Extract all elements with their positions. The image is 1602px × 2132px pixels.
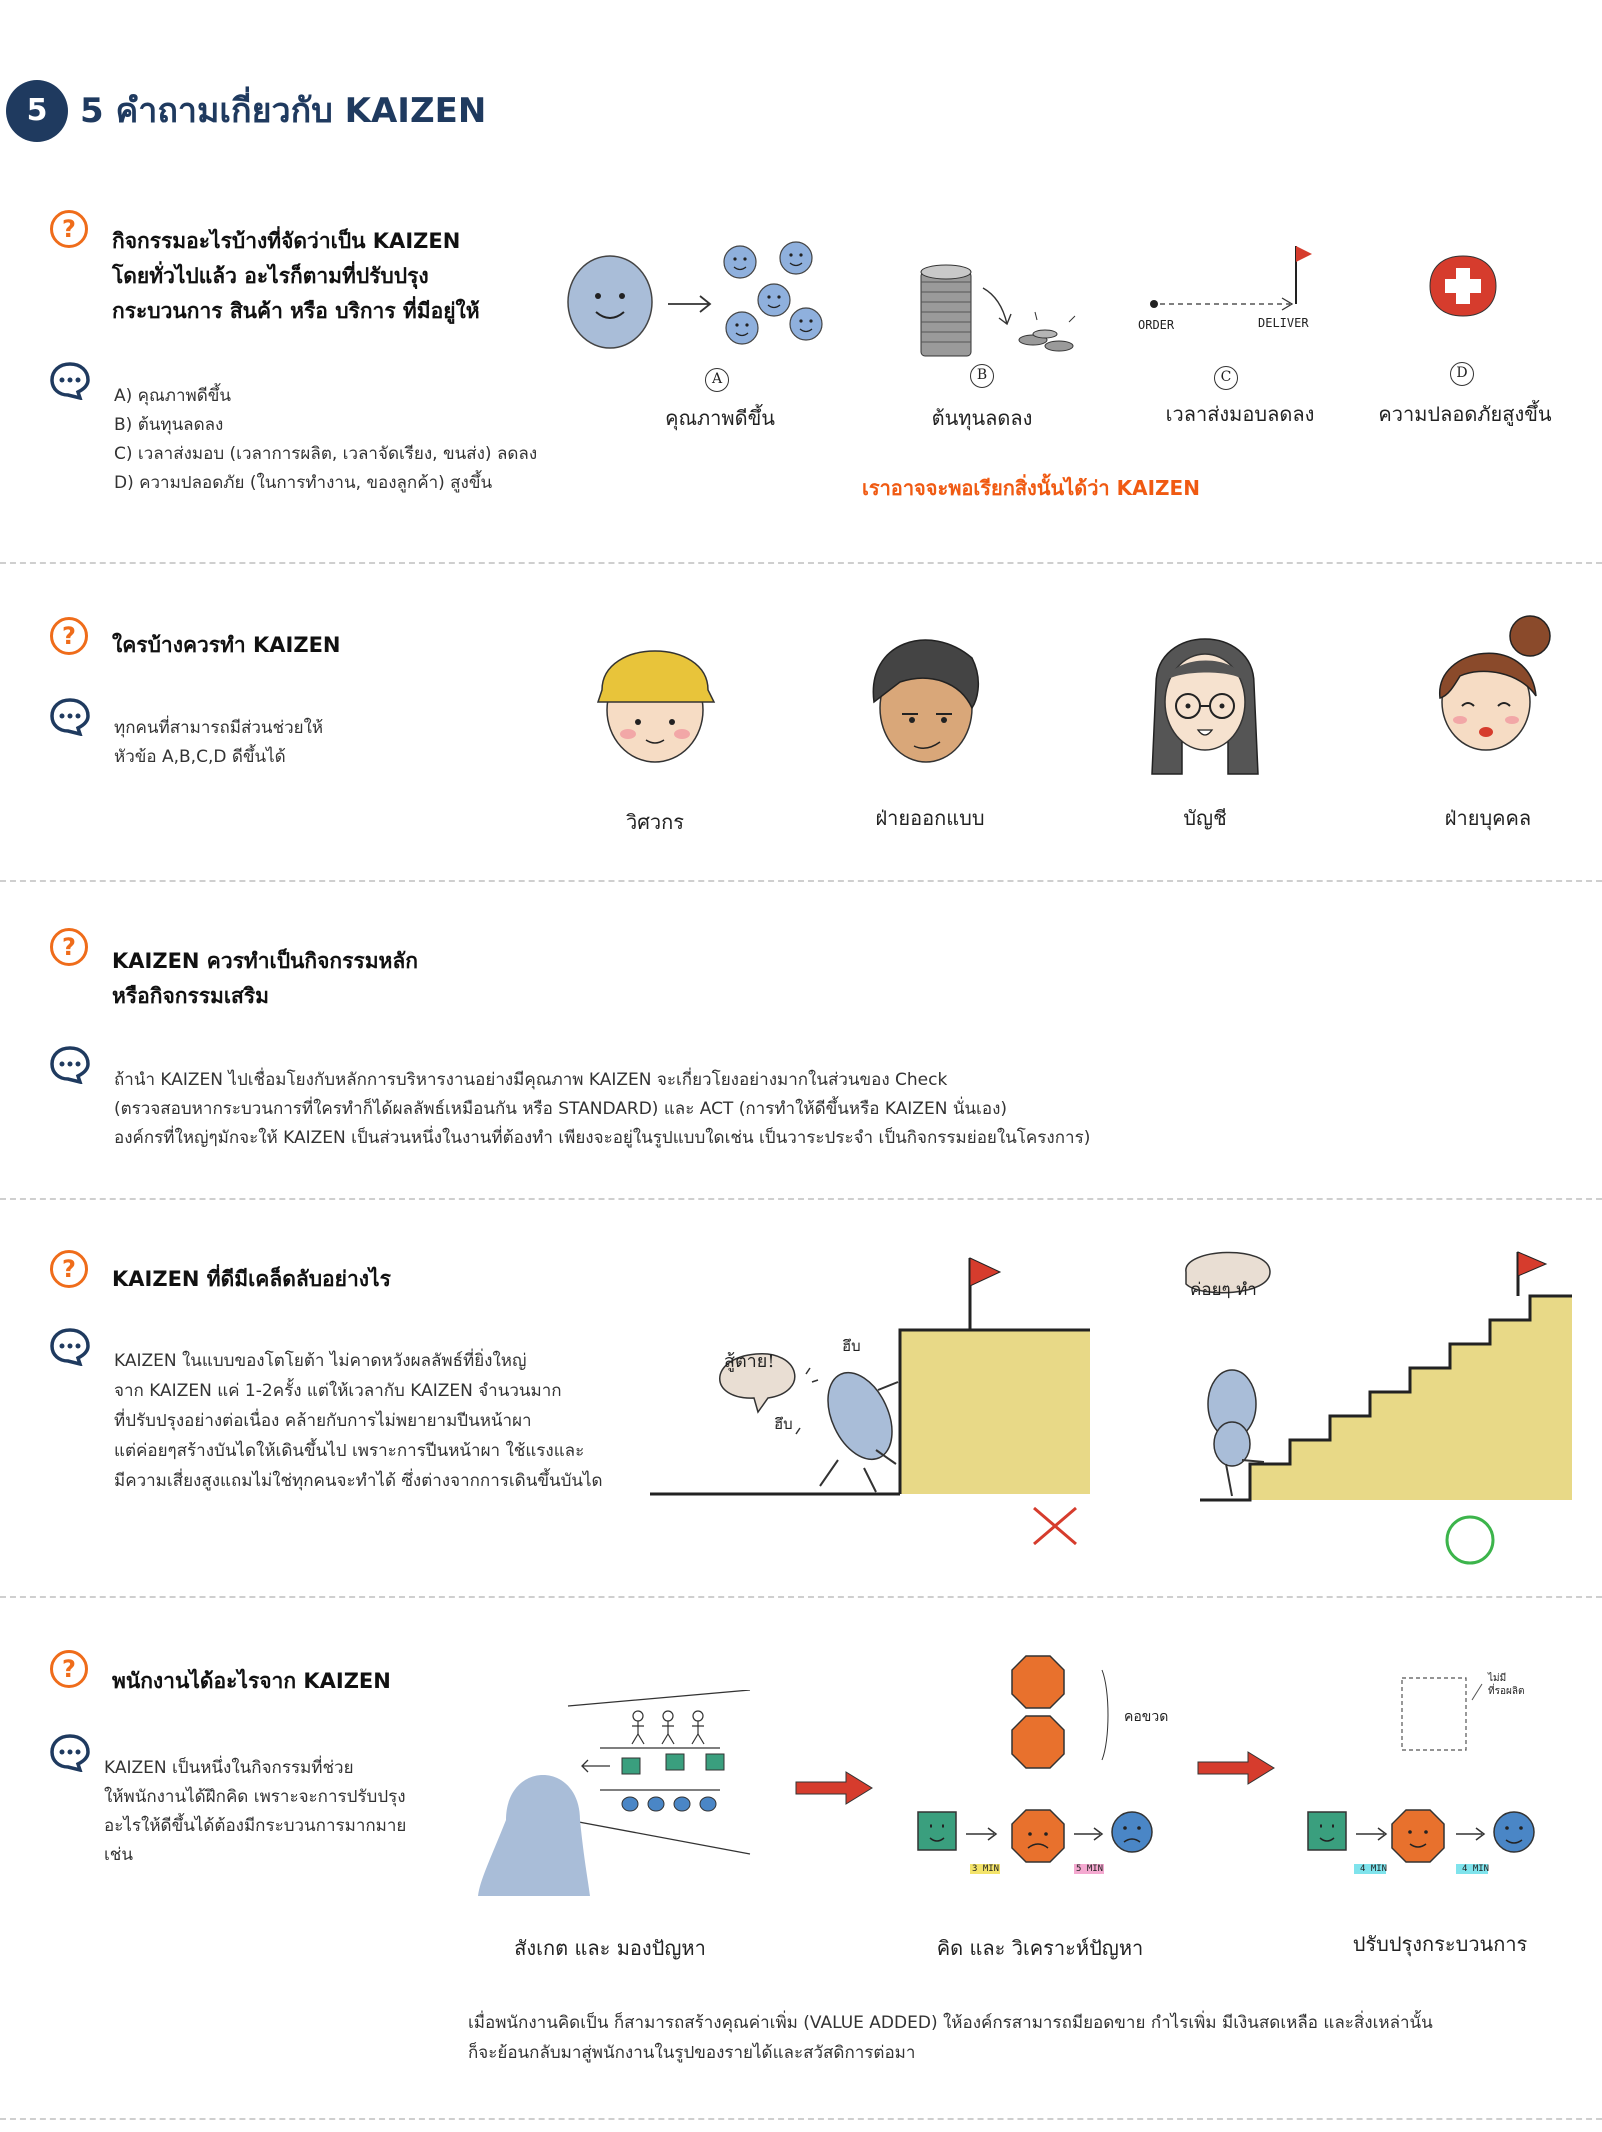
item-label-c: เวลาส่งมอบลดลง xyxy=(1165,402,1315,426)
answer-icon xyxy=(50,362,90,400)
time-label-4: 4 MIN xyxy=(1462,1864,1490,1874)
accountant-avatar xyxy=(1151,638,1259,775)
conclusion-text: เราอาจจะพอเรียกสิ่งนั้นได้ว่า KAIZEN xyxy=(862,476,1200,500)
person-label-engineer: วิศวกร xyxy=(625,810,684,834)
cost-illustration xyxy=(920,264,1076,357)
step-label-2: คิด และ วิเคราะห์ปัญหา xyxy=(936,1936,1144,1960)
answer-icon xyxy=(50,1328,90,1366)
question-1: กิจกรรมอะไรบ้างที่จัดว่าเป็น KAIZEN โดยท… xyxy=(112,229,480,323)
answer-icon xyxy=(50,698,90,736)
improve-illustration xyxy=(1307,1677,1535,1874)
section-divider xyxy=(0,562,1602,564)
question-4: KAIZEN ที่ดีมีเคล็ดลับอย่างไร xyxy=(112,1267,391,1291)
section-divider xyxy=(0,880,1602,882)
designer-avatar xyxy=(872,639,980,763)
stairs-illustration xyxy=(1185,1251,1572,1502)
question-5: พนักงานได้อะไรจาก KAIZEN xyxy=(112,1669,391,1693)
item-letter-a: A xyxy=(705,368,729,392)
step-label-3: ปรับปรุงกระบวนการ xyxy=(1352,1932,1528,1956)
delivery-illustration xyxy=(1150,246,1312,311)
item-label-d: ความปลอดภัยสูงขึ้น xyxy=(1378,402,1552,426)
time-label-3: 4 MIN xyxy=(1360,1864,1388,1874)
section-divider xyxy=(0,1198,1602,1200)
time-label-2: 5 MIN xyxy=(1076,1864,1104,1874)
observe-illustration xyxy=(478,1690,751,1896)
answer-icon xyxy=(50,1734,90,1772)
bubble-left-text: สู้ตาย! xyxy=(724,1351,775,1372)
engineer-avatar xyxy=(596,650,716,763)
hr-avatar xyxy=(1439,615,1551,751)
item-letter-b: B xyxy=(970,364,994,388)
circle-mark-icon xyxy=(1445,1515,1495,1565)
red-arrow-icon xyxy=(1197,1751,1275,1785)
cliff-climb-illustration xyxy=(650,1257,1090,1496)
person-label-accountant: บัญชี xyxy=(1183,806,1227,830)
section-divider xyxy=(0,2118,1602,2120)
step-label-1: สังเกต และ มองปัญหา xyxy=(514,1936,706,1960)
item-letter-d: D xyxy=(1450,362,1474,386)
question-2: ใครบ้างควรทำ KAIZEN xyxy=(112,633,341,657)
question-icon: ? xyxy=(50,210,88,248)
question-icon: ? xyxy=(50,1250,88,1288)
question-icon: ? xyxy=(50,1650,88,1688)
answer-4: KAIZEN ในแบบของโตโยต้า ไม่คาดหวังผลลัพธ์… xyxy=(114,1351,603,1491)
item-letter-c: C xyxy=(1214,366,1238,390)
person-label-designer: ฝ่ายออกแบบ xyxy=(875,806,985,830)
answer-icon xyxy=(50,1046,90,1084)
item-label-b: ต้นทุนลดลง xyxy=(931,406,1033,430)
person-label-hr: ฝ่ายบุคคล xyxy=(1444,806,1532,830)
section-badge: 5 xyxy=(6,80,68,142)
answer-2: ทุกคนที่สามารถมีส่วนช่วยให้ หัวข้อ A,B,C… xyxy=(114,718,324,767)
sfx-text-1: ฮึบ xyxy=(842,1337,861,1355)
answer-5: KAIZEN เป็นหนึ่งในกิจกรรมที่ช่วย ให้พนัก… xyxy=(104,1758,407,1865)
footer-text: เมื่อพนักงานคิดเป็น ก็สามารถสร้างคุณค่าเ… xyxy=(468,2013,1433,2063)
red-arrow-icon xyxy=(795,1771,873,1805)
question-3: KAIZEN ควรทำเป็นกิจกรรมหลัก หรือกิจกรรมเ… xyxy=(112,949,418,1008)
order-label: ORDER xyxy=(1138,318,1175,332)
bubble-right-text: ค่อยๆ ทำ xyxy=(1190,1280,1257,1300)
cross-mark-icon xyxy=(1033,1506,1077,1546)
section-divider xyxy=(0,1596,1602,1598)
sfx-text-2: ฮึบ xyxy=(774,1415,793,1433)
answer-3: ถ้านำ KAIZEN ไปเชื่อมโยงกับหลักการบริหาร… xyxy=(114,1070,1091,1148)
item-label-a: คุณภาพดีขึ้น xyxy=(665,406,775,430)
question-icon: ? xyxy=(50,617,88,655)
time-label-1: 3 MIN xyxy=(972,1864,1000,1874)
quality-illustration xyxy=(567,241,823,349)
question-icon: ? xyxy=(50,928,88,966)
bottleneck-note: คอขวด xyxy=(1124,1709,1169,1725)
deliver-label: DELIVER xyxy=(1258,316,1309,330)
analyze-illustration xyxy=(917,1655,1153,1874)
first-aid-icon xyxy=(1429,255,1497,317)
page-title: 5 คำถามเกี่ยวกับ KAIZEN xyxy=(80,91,487,131)
answer-1: A) คุณภาพดีขึ้น B) ต้นทุนลดลง C) เวลาส่ง… xyxy=(114,386,538,493)
no-wait-note: ไม่มี ที่รอผลิต xyxy=(1488,1673,1525,1697)
